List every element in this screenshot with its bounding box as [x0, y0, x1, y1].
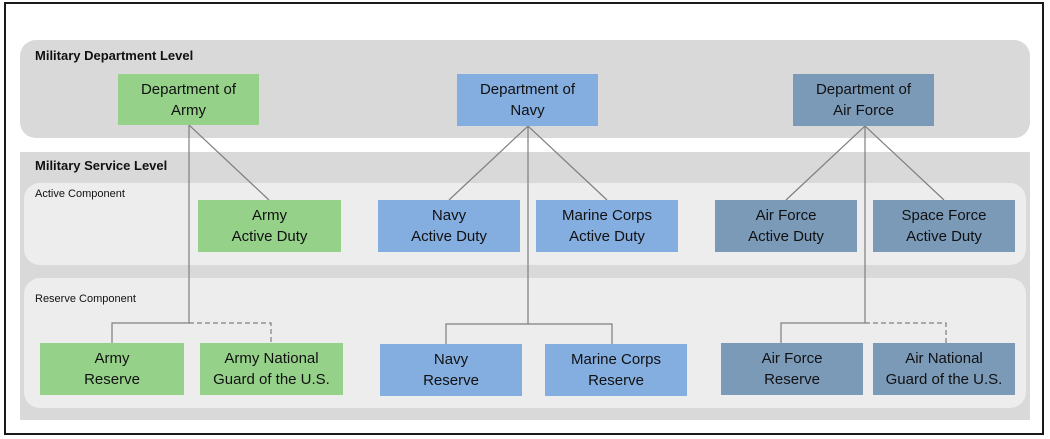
- department-navy[interactable]: Department of Navy: [457, 74, 598, 126]
- active-space-force[interactable]: Space Force Active Duty: [873, 200, 1015, 252]
- active-marine[interactable]: Marine Corps Active Duty: [536, 200, 678, 252]
- reserve-marine[interactable]: Marine Corps Reserve: [545, 344, 687, 396]
- service-level-title: Military Service Level: [35, 158, 168, 173]
- reserve-navy[interactable]: Navy Reserve: [380, 344, 522, 396]
- active-navy[interactable]: Navy Active Duty: [378, 200, 520, 252]
- department-army[interactable]: Department of Army: [118, 74, 259, 125]
- reserve-component-title: Reserve Component: [35, 293, 136, 305]
- reserve-army-guard[interactable]: Army National Guard of the U.S.: [200, 343, 343, 395]
- active-air-force[interactable]: Air Force Active Duty: [715, 200, 857, 252]
- reserve-army[interactable]: Army Reserve: [40, 343, 184, 395]
- active-army[interactable]: Army Active Duty: [198, 200, 341, 252]
- active-component-title: Active Component: [35, 188, 125, 200]
- department-air-force[interactable]: Department of Air Force: [793, 74, 934, 126]
- reserve-air-force[interactable]: Air Force Reserve: [721, 343, 863, 395]
- department-level-title: Military Department Level: [35, 48, 194, 63]
- reserve-air-guard[interactable]: Air National Guard of the U.S.: [873, 343, 1015, 395]
